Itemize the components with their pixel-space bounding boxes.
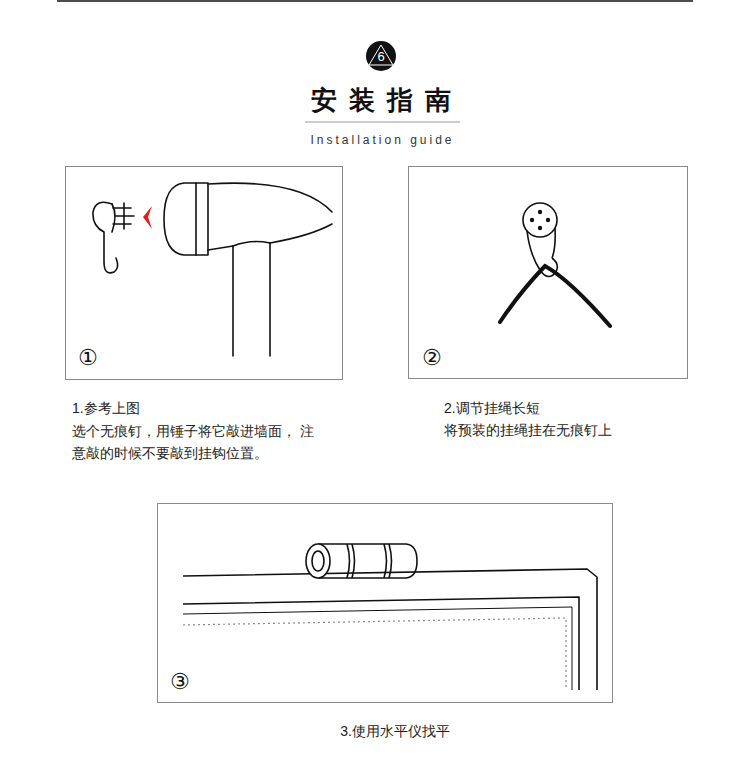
step-panel: ②: [408, 166, 688, 379]
level-band: [347, 544, 350, 578]
hook-plate: [523, 203, 557, 237]
rod-bottom: [270, 224, 332, 243]
nail-bar: [123, 203, 125, 229]
nail-dots: [530, 210, 550, 230]
level-end: [306, 544, 330, 578]
level-band: [352, 544, 355, 578]
frame-edge: [183, 597, 579, 690]
step-note: 选个无痕钉，用锤子将它敲进墙面， 注意敲的时候不要敲到挂钩位置。: [72, 420, 322, 464]
nail-dot: [530, 218, 534, 222]
frame-illustration: [183, 544, 597, 690]
top-rule: [57, 0, 693, 2]
hook-tail: [552, 228, 555, 258]
pole-top: [233, 242, 270, 246]
rod-illustration: [93, 183, 332, 356]
level-band: [389, 544, 392, 578]
frame-dotted: [183, 618, 566, 690]
nail-dot: [538, 210, 542, 214]
step-badge: 6: [366, 41, 396, 71]
rod-top: [208, 183, 332, 212]
step-caption: 3.使用水平仪找平: [340, 721, 450, 741]
callout-number: ①: [78, 345, 98, 371]
step-caption: 1.参考上图: [72, 398, 140, 418]
callout-number: ②: [422, 345, 442, 371]
step-panel: ③: [157, 503, 613, 703]
nail-pin: [113, 223, 131, 225]
rod-cap: [164, 183, 196, 255]
level-band: [384, 544, 387, 578]
red-arrow: [143, 206, 152, 229]
step-note: 将预装的挂绳挂在无痕钉上: [444, 420, 612, 440]
step-number: 6: [366, 49, 396, 65]
rod-cap-band: [196, 183, 208, 255]
nail-dot: [546, 218, 550, 222]
nail-pin: [113, 207, 131, 209]
callout-number: ③: [170, 669, 190, 695]
pole-edge: [232, 246, 234, 356]
pole-edge: [269, 243, 271, 356]
step-caption: 2.调节挂绳长短: [444, 398, 540, 418]
cord-illustration: [523, 203, 557, 277]
page-title: 安装指南: [299, 84, 463, 116]
badge-circle: [366, 41, 396, 71]
step-panel: ①: [65, 166, 343, 380]
hanging-cord: [500, 266, 610, 326]
frame-inner: [183, 607, 572, 690]
level-end-inner: [312, 551, 324, 571]
subtitle: Installation guide: [307, 130, 454, 150]
title-rule: [305, 122, 460, 123]
nail-dot: [538, 226, 542, 230]
level-body: [318, 544, 417, 578]
hook-body: [93, 202, 118, 273]
rod-bottom: [208, 246, 233, 250]
frame-top: [183, 569, 597, 690]
